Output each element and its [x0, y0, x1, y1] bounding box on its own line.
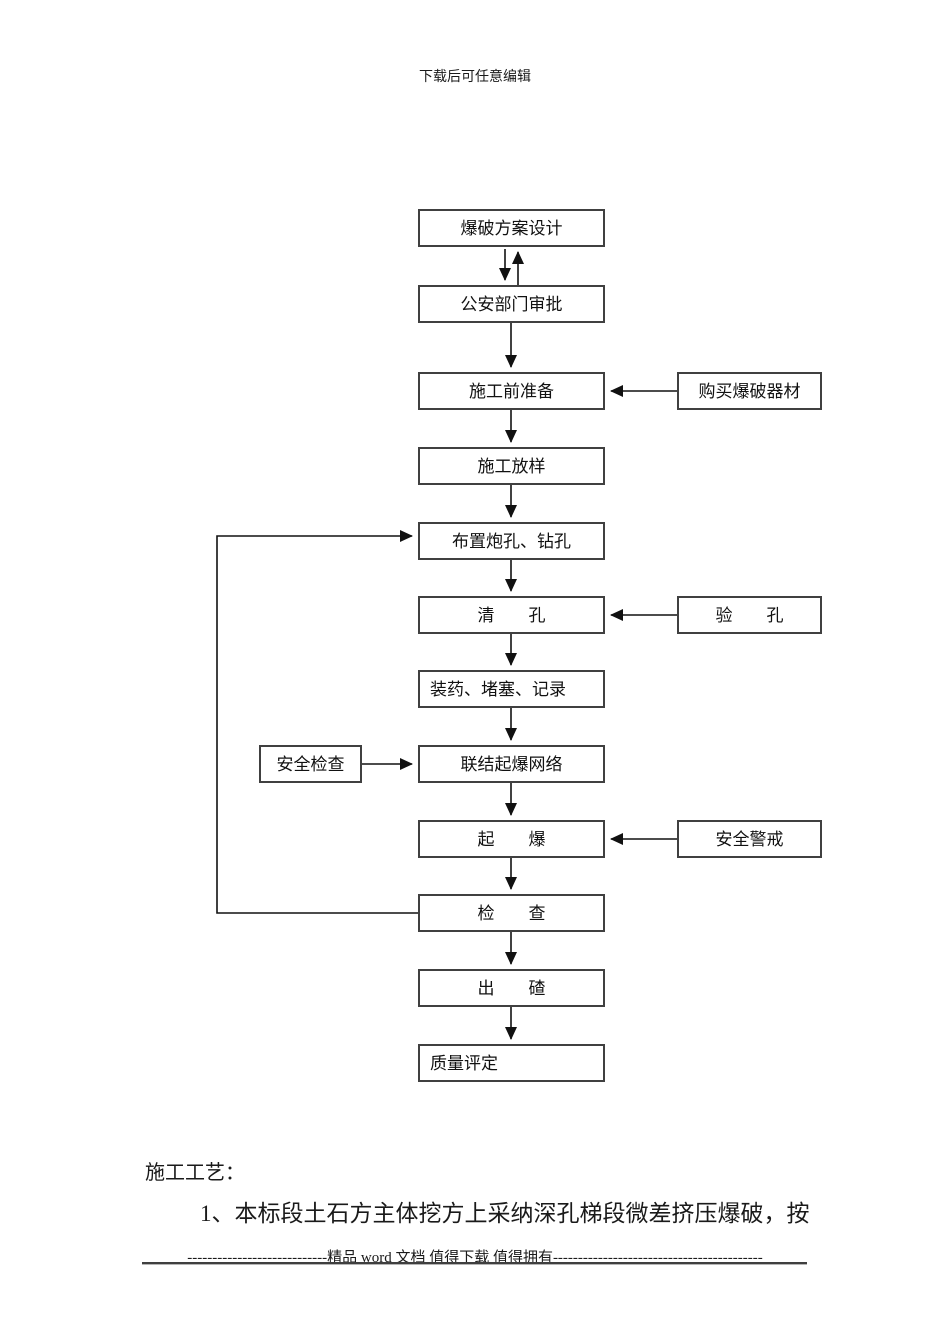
flow-step-label: 施工放样 [477, 456, 546, 476]
flow-step-detonation: 起 爆 [418, 820, 605, 858]
flow-step-clean-holes: 清 孔 [418, 596, 605, 634]
flow-step-label: 检 查 [477, 903, 546, 923]
flow-side-label: 安全检查 [276, 754, 345, 774]
flow-step-public-security-approval: 公安部门审批 [418, 285, 605, 323]
flow-step-label: 质量评定 [430, 1053, 498, 1073]
flow-side-hole-verification: 验 孔 [677, 596, 822, 634]
flow-side-label: 安全警戒 [715, 829, 784, 849]
body-paragraph: 1、本标段土石方主体挖方上采纳深孔梯段微差挤压爆破，按 [200, 1201, 810, 1226]
flow-step-label: 布置炮孔、钻孔 [452, 531, 571, 551]
flow-step-charging-plugging-recording: 装药、堵塞、记录 [418, 670, 605, 708]
section-heading: 施工工艺： [145, 1162, 245, 1184]
flow-step-quality-assessment: 质量评定 [418, 1044, 605, 1082]
flow-side-safety-check: 安全检查 [259, 745, 362, 783]
flow-step-label: 出 碴 [477, 978, 546, 998]
flow-step-inspection: 检 查 [418, 894, 605, 932]
flow-side-purchase-blasting-materials: 购买爆破器材 [677, 372, 822, 410]
flow-step-label: 施工前准备 [469, 381, 554, 401]
flow-step-blast-plan-design: 爆破方案设计 [418, 209, 605, 247]
flow-step-label: 爆破方案设计 [460, 218, 563, 238]
flow-side-label: 验 孔 [715, 605, 784, 625]
flow-side-safety-cordon: 安全警戒 [677, 820, 822, 858]
flow-step-pre-construction-preparation: 施工前准备 [418, 372, 605, 410]
flow-step-arrange-blast-holes-drilling: 布置炮孔、钻孔 [418, 522, 605, 560]
flow-step-label: 公安部门审批 [460, 294, 563, 314]
footer-divider [142, 1262, 807, 1265]
flow-side-label: 购买爆破器材 [698, 381, 801, 401]
flow-step-construction-layout: 施工放样 [418, 447, 605, 485]
flow-step-label: 装药、堵塞、记录 [430, 679, 566, 699]
flow-step-muck-removal: 出 碴 [418, 969, 605, 1007]
flow-step-label: 联结起爆网络 [460, 754, 563, 774]
header-note: 下载后可任意编辑 [419, 70, 531, 85]
flow-step-label: 清 孔 [477, 605, 546, 625]
flow-step-connect-detonation-network: 联结起爆网络 [418, 745, 605, 783]
flow-step-label: 起 爆 [477, 829, 546, 849]
